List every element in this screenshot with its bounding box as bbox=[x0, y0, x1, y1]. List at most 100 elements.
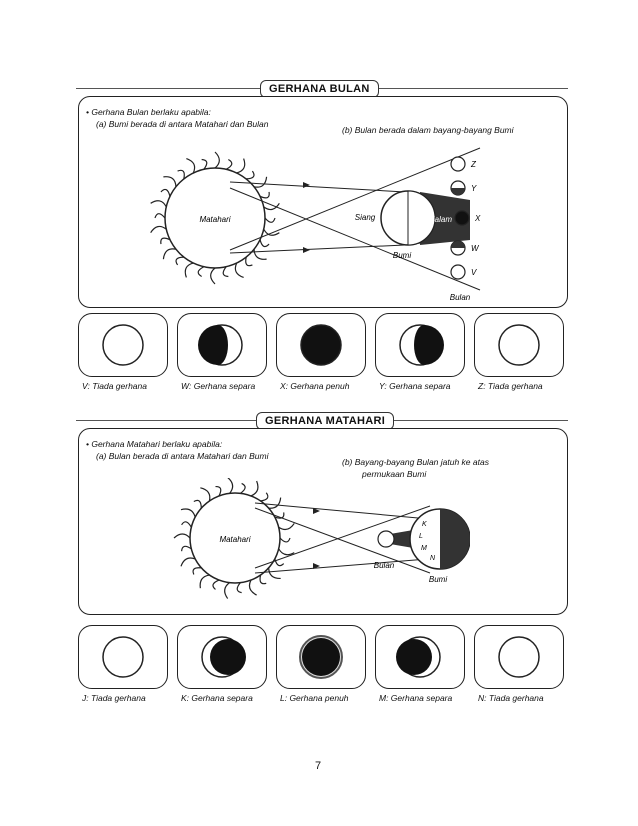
solar-phase-icon bbox=[102, 636, 144, 678]
lunar-orbit-letter: V bbox=[471, 268, 477, 277]
sun-ray bbox=[225, 158, 233, 170]
sun-ray bbox=[279, 537, 291, 543]
sun-ray bbox=[197, 266, 205, 278]
lunar-diagram-panel bbox=[78, 96, 568, 308]
lunar-arrow bbox=[303, 247, 310, 253]
solar-surface-letter: L bbox=[419, 533, 423, 540]
solar-surface-letter: K bbox=[422, 521, 427, 528]
solar-moon-label: Bulan bbox=[374, 561, 395, 570]
solar-phase-box bbox=[375, 625, 465, 689]
lunar-orbit-moon bbox=[454, 210, 470, 226]
solar-phase-caption: J: Tiada gerhana bbox=[82, 693, 146, 703]
solar-intro: • Gerhana Matahari berlaku apabila: bbox=[86, 439, 223, 449]
lunar-phase-caption: X: Gerhana penuh bbox=[280, 381, 350, 391]
lunar-ray-cross-2 bbox=[229, 147, 481, 251]
lunar-phase-box bbox=[375, 313, 465, 377]
lunar-orbit-letter: Z bbox=[470, 160, 477, 169]
sun-ray bbox=[150, 225, 167, 234]
lunar-phase-caption: V: Tiada gerhana bbox=[82, 381, 147, 391]
lunar-sun-label: Matahari bbox=[199, 215, 230, 224]
sun-ray bbox=[236, 582, 242, 594]
sun-ray bbox=[260, 492, 269, 502]
lunar-orbit-letter: X bbox=[474, 214, 481, 223]
lunar-condition-b: (b) Bulan berada dalam bayang-bayang Bum… bbox=[342, 125, 514, 135]
lunar-phase-icon bbox=[300, 324, 342, 366]
lunar-arrow bbox=[303, 182, 310, 188]
solar-sun-rays bbox=[173, 478, 295, 599]
sun-ray bbox=[227, 478, 234, 494]
lunar-sun-rays bbox=[150, 151, 280, 285]
sun-ray bbox=[248, 579, 257, 596]
sun-ray bbox=[250, 480, 259, 497]
solar-phase-box bbox=[78, 625, 168, 689]
lunar-condition-a: (a) Bumi berada di antara Matahari dan B… bbox=[96, 119, 269, 129]
solar-sun bbox=[189, 492, 281, 584]
lunar-phase-box bbox=[177, 313, 267, 377]
sun-ray bbox=[246, 170, 255, 180]
sun-ray bbox=[200, 487, 211, 502]
solar-phase-caption: M: Gerhana separa bbox=[379, 693, 453, 703]
sun-ray bbox=[278, 523, 295, 531]
solar-phase-caption: L: Gerhana penuh bbox=[280, 693, 349, 703]
lunar-orbit-moon bbox=[450, 264, 466, 280]
sun-ray bbox=[173, 533, 191, 539]
sun-ray bbox=[150, 200, 167, 208]
lunar-phase-caption: Y: Gerhana separa bbox=[379, 381, 451, 391]
sun-ray bbox=[236, 158, 246, 174]
sun-ray bbox=[253, 249, 267, 260]
sun-ray bbox=[184, 262, 194, 278]
solar-condition-b-line1: (b) Bayang-bayang Bulan jatuh ke atas bbox=[342, 457, 489, 467]
sun-ray bbox=[224, 582, 230, 599]
sun-ray bbox=[162, 248, 177, 260]
sun-ray bbox=[234, 262, 244, 279]
sun-ray bbox=[180, 557, 196, 567]
lunar-phase-caption: Z: Tiada gerhana bbox=[478, 381, 543, 391]
lunar-phase-caption: W: Gerhana separa bbox=[181, 381, 256, 391]
lunar-orbit-moon bbox=[450, 156, 466, 172]
sun-ray bbox=[263, 202, 280, 211]
lunar-section-title: GERHANA BULAN bbox=[260, 80, 379, 98]
solar-surface-letter: M bbox=[421, 545, 427, 552]
sun-ray bbox=[253, 176, 268, 188]
solar-surface-letter: N bbox=[430, 555, 436, 562]
lunar-moon-label: Bulan bbox=[450, 293, 471, 302]
sun-ray bbox=[264, 217, 276, 223]
sun-ray bbox=[215, 485, 222, 497]
solar-moon bbox=[377, 530, 395, 548]
sun-ray bbox=[263, 228, 280, 236]
lunar-earth-label: Bumi bbox=[393, 251, 411, 260]
lunar-phase-box bbox=[78, 313, 168, 377]
sun-ray bbox=[259, 191, 270, 199]
lunar-orbit-moon-shade bbox=[451, 188, 465, 195]
solar-condition-a: (a) Bulan berada di antara Matahari dan … bbox=[96, 451, 269, 461]
sun-ray bbox=[245, 256, 253, 267]
sun-ray bbox=[259, 574, 267, 585]
lunar-ray-bottom-outer bbox=[229, 244, 406, 254]
sun-ray bbox=[154, 213, 166, 219]
sun-ray bbox=[180, 545, 192, 552]
sun-ray bbox=[240, 482, 246, 494]
sun-ray bbox=[163, 176, 177, 187]
solar-phase-box bbox=[276, 625, 366, 689]
sun-ray bbox=[268, 567, 281, 580]
sun-ray bbox=[199, 574, 210, 589]
lunar-intro: • Gerhana Bulan berlaku apabila: bbox=[86, 107, 211, 117]
solar-phase-caption: K: Gerhana separa bbox=[181, 693, 253, 703]
page-number: 7 bbox=[315, 760, 322, 772]
sun-ray bbox=[222, 266, 229, 278]
solar-phase-icon bbox=[299, 635, 343, 679]
sun-ray bbox=[212, 579, 220, 590]
solar-phase-icon bbox=[396, 636, 441, 678]
solar-condition-b-line2: permukaan Bumi bbox=[362, 469, 427, 479]
sun-ray bbox=[201, 158, 208, 170]
sun-ray bbox=[214, 151, 220, 169]
lunar-phase-icon bbox=[198, 324, 243, 366]
sun-ray bbox=[160, 188, 171, 197]
lunar-day-label: Siang bbox=[355, 213, 376, 222]
solar-sun-label: Matahari bbox=[219, 535, 250, 544]
solar-phase-box bbox=[474, 625, 564, 689]
lunar-orbit-letter: Y bbox=[471, 184, 477, 193]
solar-earth-label: Bumi bbox=[429, 575, 447, 584]
